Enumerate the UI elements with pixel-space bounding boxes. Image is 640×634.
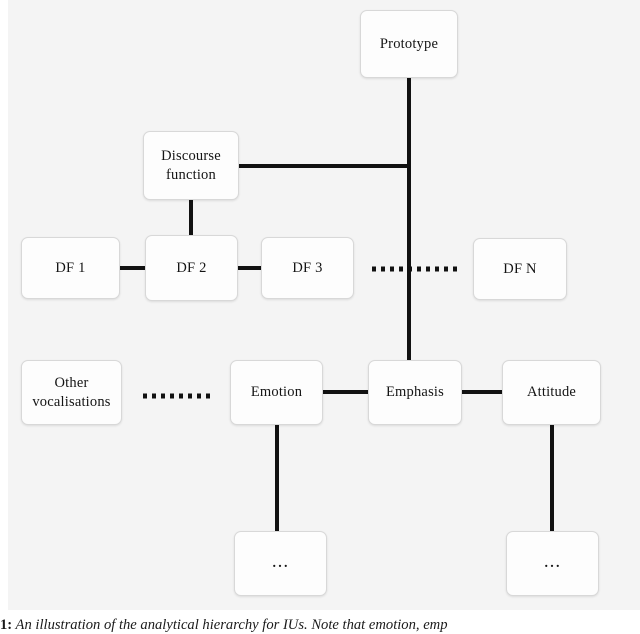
figure-caption-inner: 1: An illustration of the analytical hie… xyxy=(0,617,448,634)
figure-panel-background xyxy=(8,0,640,610)
node-attitude-label: Attitude xyxy=(526,384,577,401)
node-attitude-children-ellipsis[interactable]: ... xyxy=(506,531,599,596)
node-emotion-children-ellipsis-label: ... xyxy=(271,550,290,572)
node-prototype[interactable]: Prototype xyxy=(360,10,458,78)
figure-caption-text: An illustration of the analytical hierar… xyxy=(12,617,448,633)
node-df-n[interactable]: DF N xyxy=(473,238,567,300)
node-df-1[interactable]: DF 1 xyxy=(21,237,120,299)
node-emphasis-label: Emphasis xyxy=(386,384,444,401)
node-prototype-label: Prototype xyxy=(379,35,439,52)
node-df-n-label: DF N xyxy=(503,260,537,277)
node-df-2[interactable]: DF 2 xyxy=(145,235,238,301)
node-attitude[interactable]: Attitude xyxy=(502,360,601,425)
node-discourse-function[interactable]: Discourse function xyxy=(143,131,239,200)
node-df-3-label: DF 3 xyxy=(292,259,323,276)
node-discourse-function-label: Discourse function xyxy=(161,148,221,183)
node-emotion[interactable]: Emotion xyxy=(230,360,323,425)
node-attitude-children-ellipsis-label: ... xyxy=(543,550,562,572)
node-other-vocalisations-label: Other vocalisations xyxy=(32,375,111,410)
node-df-3[interactable]: DF 3 xyxy=(261,237,354,299)
node-df-1-label: DF 1 xyxy=(55,259,86,276)
node-emotion-children-ellipsis[interactable]: ... xyxy=(234,531,327,596)
figure-caption: 1: An illustration of the analytical hie… xyxy=(0,612,640,634)
figure-caption-number: 1: xyxy=(0,617,13,633)
node-df-2-label: DF 2 xyxy=(176,259,207,276)
node-other-vocalisations[interactable]: Other vocalisations xyxy=(21,360,122,425)
node-emotion-label: Emotion xyxy=(250,384,303,401)
node-emphasis[interactable]: Emphasis xyxy=(368,360,462,425)
